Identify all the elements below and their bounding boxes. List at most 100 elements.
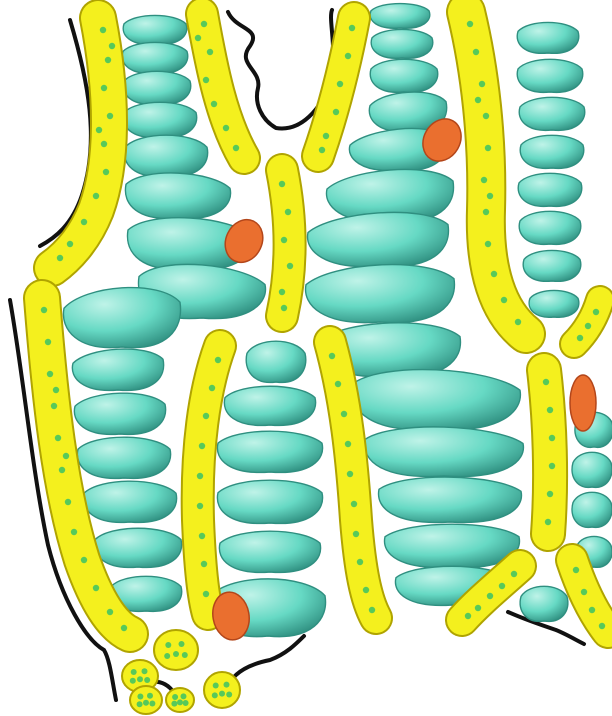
strand-6-granule-1 [41, 307, 47, 313]
strand-6-granule-6 [59, 467, 65, 473]
strand-5-granule-3 [479, 81, 485, 87]
strand-2-granule-4 [211, 101, 217, 107]
strand-1-granule-2 [105, 57, 111, 63]
strand-11-granule-4 [475, 605, 481, 611]
strand-1-granule-7 [93, 193, 99, 199]
granule-cluster-2-dot-4 [130, 678, 136, 684]
strand-11-granule-5 [465, 613, 471, 619]
strand-6-granule-11 [107, 609, 113, 615]
strand-7-granule-5 [197, 473, 203, 479]
granule-cluster-5-dot-5 [183, 700, 189, 706]
strand-4-granule-3 [337, 81, 343, 87]
strand-1-granule-1 [100, 27, 106, 33]
strand-2-granule-7 [195, 35, 201, 41]
strand-7-granule-1 [215, 357, 221, 363]
strand-5-granule-2 [473, 49, 479, 55]
strand-12-granule-4 [599, 623, 605, 629]
granule-cluster-3-dot-2 [147, 693, 153, 699]
strand-6-granule-13 [53, 387, 59, 393]
granule-cluster-5-dot-1 [172, 694, 178, 700]
strand-3-granule-2 [285, 209, 291, 215]
cell-c1-r2 [122, 42, 188, 73]
cell-c7-r3 [572, 492, 612, 527]
strand-5-granule-13 [487, 193, 493, 199]
granule-cluster-3-dot-4 [137, 701, 143, 707]
granule-cluster-4 [204, 672, 240, 708]
cell-c3-r8 [529, 290, 579, 317]
granule-cluster-1-dot-5 [182, 652, 188, 658]
cell-c3-r3 [519, 97, 585, 130]
strand-2-granule-6 [233, 145, 239, 151]
granule-cluster-3-dot-1 [137, 694, 143, 700]
cell-c2-r1 [370, 4, 430, 29]
strand-8-granule-9 [363, 587, 369, 593]
cell-c6-r1 [352, 370, 521, 430]
strand-8-granule-3 [341, 411, 347, 417]
granule-cluster-2-dot-1 [131, 669, 137, 675]
strand-8-granule-8 [357, 559, 363, 565]
strand-5-granule-11 [515, 319, 521, 325]
cell-c6-r2 [365, 427, 524, 477]
granule-cluster-4-dot-5 [226, 692, 232, 698]
strand-7-granule-7 [199, 533, 205, 539]
strand-8-granule-6 [351, 501, 357, 507]
strand-4-granule-4 [333, 109, 339, 115]
strand-11-granule-3 [487, 593, 493, 599]
strand-6-granule-7 [65, 499, 71, 505]
strand-3-granule-6 [281, 305, 287, 311]
strand-1-granule-10 [57, 255, 63, 261]
cell-c3-r2 [517, 59, 583, 92]
granule-cluster-3-dot-3 [143, 700, 149, 706]
cell-c5-r3 [217, 431, 322, 472]
strand-4-granule-2 [345, 53, 351, 59]
strand-9-granule-2 [547, 407, 553, 413]
nucleus-3 [570, 375, 596, 431]
cell-c4-r5 [83, 481, 176, 522]
granule-cluster-4-dot-3 [219, 691, 225, 697]
strand-7-granule-9 [203, 591, 209, 597]
granule-cluster-1-dot-2 [179, 641, 185, 647]
strand-6-granule-3 [47, 371, 53, 377]
strand-1-granule-8 [81, 219, 87, 225]
strand-1-granule-5 [101, 141, 107, 147]
strand-5-granule-6 [481, 177, 487, 183]
strand-2-granule-1 [201, 21, 207, 27]
cell-c1-r6 [125, 173, 230, 219]
cell-c5-r2 [224, 386, 315, 425]
cell-c6-r4 [385, 524, 520, 567]
cell-c4-r3 [74, 393, 165, 434]
strand-7-granule-3 [203, 413, 209, 419]
cell-c2-r8 [306, 265, 455, 323]
strand-7-granule-4 [199, 443, 205, 449]
strand-11-granule-2 [499, 583, 505, 589]
granule-cluster-4-dot-1 [213, 683, 219, 689]
strand-8-granule-2 [335, 381, 341, 387]
cell-c3-r6 [519, 211, 581, 244]
strand-6-granule-4 [51, 403, 57, 409]
strand-9 [544, 370, 550, 534]
strand-6-granule-5 [55, 435, 61, 441]
cell-c8-r1 [520, 586, 568, 621]
granule-cluster-1 [154, 630, 198, 670]
cell-c5-r5 [219, 531, 320, 572]
strand-5-granule-8 [485, 241, 491, 247]
strand-10-granule-3 [577, 335, 583, 341]
strand-6-granule-12 [121, 625, 127, 631]
cell-c3-r4 [520, 135, 584, 168]
cell-c4-r2 [72, 349, 163, 390]
granule-cluster-5-dot-2 [181, 693, 187, 699]
strand-1-granule-11 [109, 43, 115, 49]
cell-c3-r1 [517, 22, 579, 53]
strand-6-granule-10 [93, 585, 99, 591]
cell-c5-r4 [217, 480, 322, 523]
strand-8-granule-5 [347, 471, 353, 477]
cell-c2-r2 [371, 29, 433, 58]
strand-9-granule-4 [549, 463, 555, 469]
strand-6-granule-8 [71, 529, 77, 535]
strand-7-granule-8 [201, 561, 207, 567]
cell-c7-r2 [572, 452, 612, 487]
cell-c4-r4 [77, 437, 170, 478]
strand-10-granule-2 [585, 323, 591, 329]
